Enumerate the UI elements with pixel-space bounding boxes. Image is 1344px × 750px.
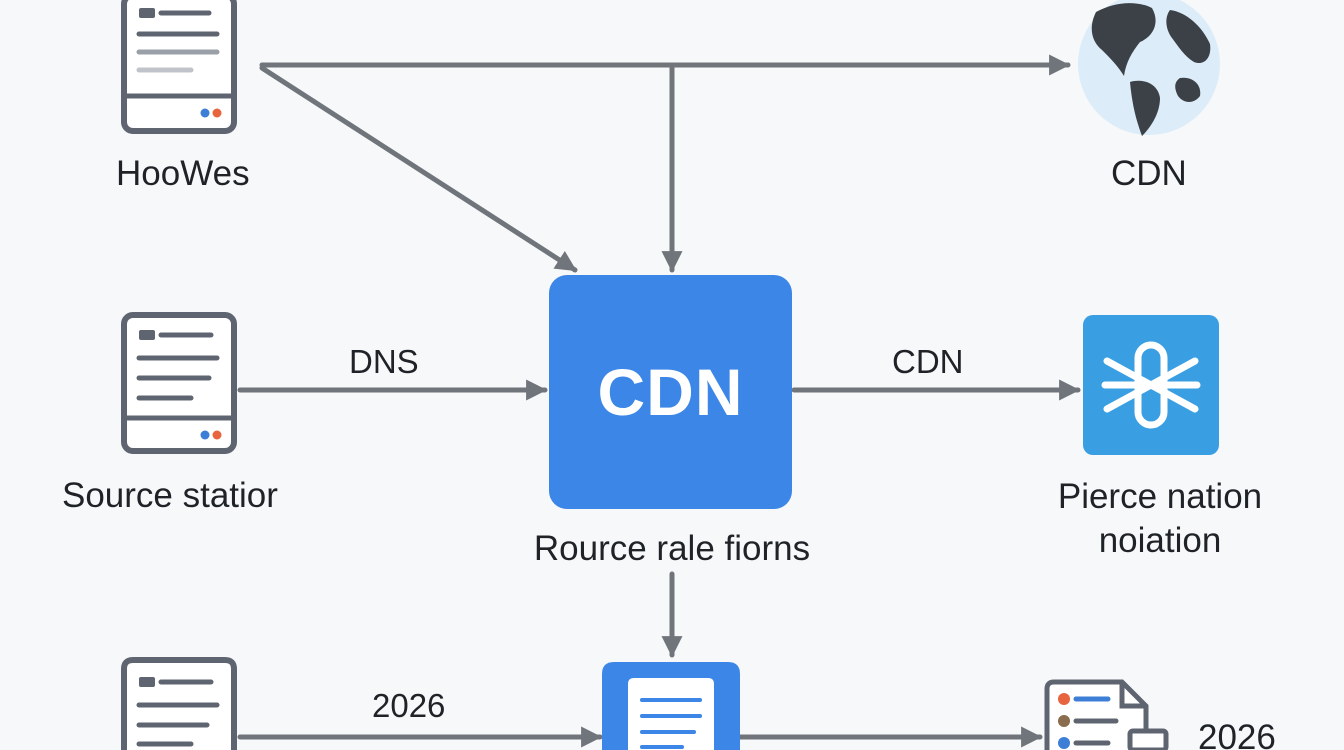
cdn-node-caption: Rource rale fiorns [533, 529, 811, 568]
server-icon [121, 657, 237, 750]
server-icon [121, 312, 237, 454]
network-node-icon [1083, 315, 1219, 455]
edge-label-dns: DNS [349, 343, 419, 380]
file-list-icon [1044, 679, 1169, 750]
globe-icon [1078, 0, 1220, 136]
cdn-node[interactable]: CDN [549, 275, 792, 509]
document-icon[interactable] [602, 662, 740, 750]
bottom-right-node-label: 2026 [1198, 718, 1276, 750]
top-left-node-label: HooWes [116, 154, 250, 193]
source-node-label: Source statior [62, 476, 278, 515]
server-icon [121, 0, 237, 134]
top-right-node-label: CDN [1111, 154, 1187, 193]
edge-label-2026: 2026 [372, 687, 446, 724]
cdn-node-title: CDN [597, 355, 744, 429]
arrow-top-diagonal-to-cdn [259, 65, 578, 273]
edge-label-cdn: CDN [892, 343, 964, 380]
network-node-label-line1: Pierce nation [1057, 477, 1263, 516]
network-node-label-line2: noiation [1098, 521, 1222, 560]
